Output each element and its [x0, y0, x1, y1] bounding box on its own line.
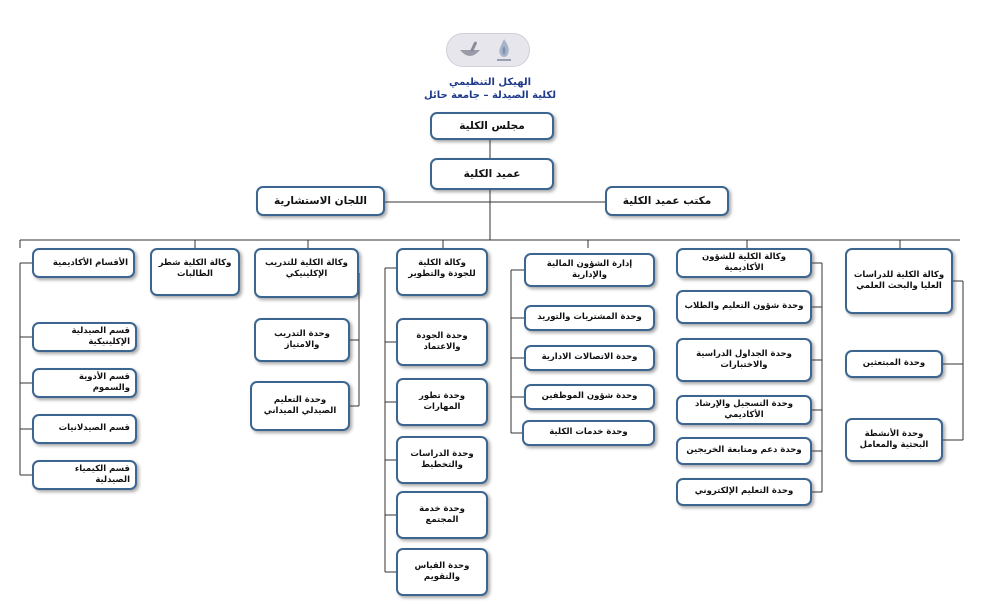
graduates-support-unit: وحدة دعم ومتابعة الخريجين: [676, 437, 812, 465]
chart-title: الهيكل التنظيمي لكلية الصيدلة – جامعة حا…: [380, 76, 600, 102]
finance-admin-head: إدارة الشؤون المالية والإدارية: [524, 253, 655, 287]
mortar-pestle-icon: [460, 41, 480, 56]
education-student-affairs-unit: وحدة شؤون التعليم والطلاب: [676, 290, 812, 324]
college-services-unit: وحدة خدمات الكلية: [522, 420, 655, 446]
schedules-exams-unit: وحدة الجداول الدراسية والاختبارات: [676, 338, 812, 382]
department-pharmacology-toxicology: قسم الأدوية والسموم: [32, 368, 137, 398]
quality-accreditation-unit: وحدة الجودة والاعتماد: [396, 318, 488, 366]
scholarship-students-unit: وحدة المبتعثين: [845, 350, 943, 378]
skills-development-unit: وحدة تطور المهارات: [396, 378, 488, 426]
title-line-2: لكلية الصيدلة – جامعة حائل: [424, 90, 556, 101]
procurement-unit: وحدة المشتريات والتوريد: [524, 305, 655, 331]
department-pharmaceutical-chemistry: قسم الكيمياء الصيدلية: [32, 460, 137, 490]
flame-emblem-icon: [497, 39, 511, 61]
research-activities-labs-unit: وحدة الأنشطة البحثية والمعامل: [845, 418, 943, 462]
internship-unit: وحدة التدريب والامتياز: [254, 318, 350, 362]
committees-box: اللجان الاستشارية: [256, 186, 385, 216]
dean-box: عميد الكلية: [430, 158, 554, 190]
registration-advising-unit: وحدة التسجيل والإرشاد الأكاديمي: [676, 395, 812, 425]
clinical-training-head: وكالة الكلية للتدريب الإكلينيكي: [254, 248, 359, 298]
council-box: مجلس الكلية: [430, 112, 554, 140]
admin-communications-unit: وحدة الاتصالات الادارية: [524, 345, 655, 371]
quality-development-head: وكالة الكلية للجودة والتطوير: [396, 248, 488, 296]
studies-planning-unit: وحدة الدراسات والتخطيط: [396, 436, 488, 484]
community-service-unit: وحدة خدمة المجتمع: [396, 491, 488, 539]
personnel-affairs-unit: وحدة شؤون الموظفين: [524, 384, 655, 410]
e-learning-unit: وحدة التعليم الإلكتروني: [676, 478, 812, 506]
dean-office-box: مكتب عميد الكلية: [605, 186, 729, 216]
graduate-research-head: وكالة الكلية للدراسات العليا والبحث العل…: [845, 248, 953, 314]
department-pharmaceutics: قسم الصيدلانيات: [32, 414, 137, 444]
female-section-head: وكالة الكلية شطر الطالبات: [150, 248, 240, 296]
field-pharmacy-education-unit: وحدة التعليم الصيدلي الميداني: [250, 381, 350, 431]
pharmacy-college-logo: [446, 33, 530, 67]
title-line-1: الهيكل التنظيمي: [448, 77, 532, 88]
measurement-evaluation-unit: وحدة القياس والتقويم: [396, 548, 488, 596]
department-clinical-pharmacy: قسم الصيدلية الإكلينيكية: [32, 322, 137, 352]
academic-affairs-head: وكالة الكلية للشؤون الأكاديمية: [676, 248, 812, 278]
departments-head: الأقسام الأكاديمية: [32, 248, 135, 278]
